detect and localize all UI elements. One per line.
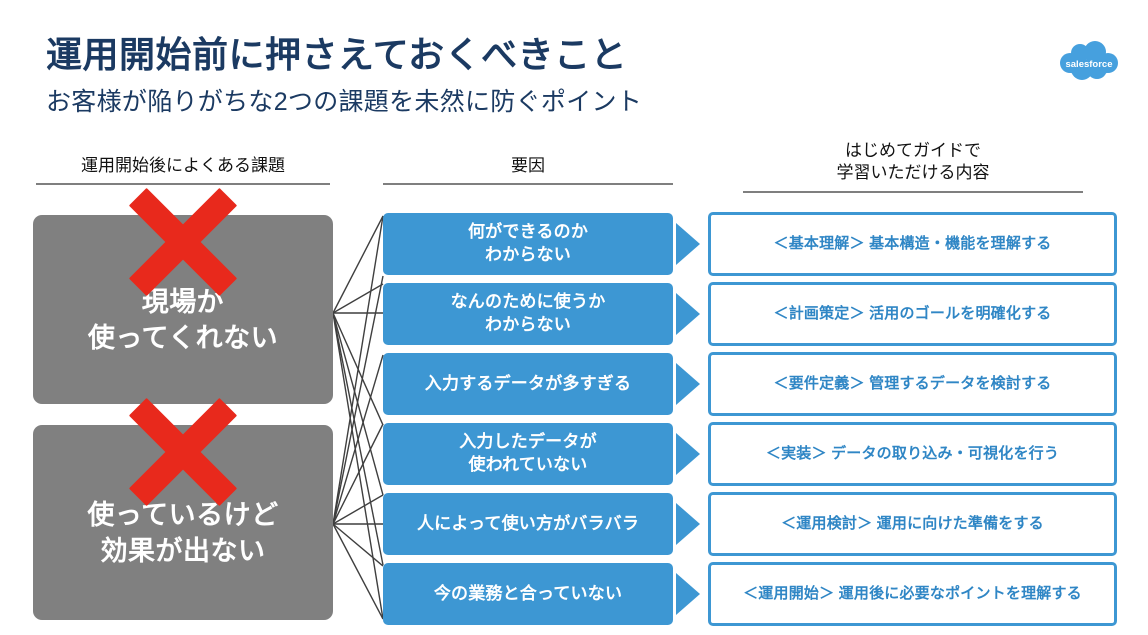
- cause-box-6[interactable]: 今の業務と合っていない: [383, 563, 673, 625]
- problem-box-1-line1: 現場が: [141, 287, 225, 318]
- outcome-box-2[interactable]: ＜計画策定＞ 活用のゴールを明確化する: [708, 282, 1117, 346]
- cause-box-4-line1: 入力したデータが: [459, 432, 597, 452]
- arrow-right-icon-2: [676, 293, 700, 335]
- header-rule: [743, 190, 1083, 193]
- cause-box-1-line1: 何ができるのか: [467, 222, 589, 242]
- salesforce-logo: salesforce: [1056, 40, 1122, 84]
- cause-box-2-line2: わからない: [485, 315, 571, 334]
- column-header-problems-label: 運用開始後によくある課題: [81, 156, 285, 175]
- arrow-right-icon-4: [676, 433, 700, 475]
- cause-box-4-line2: 使われていない: [468, 455, 588, 474]
- arrow-right-icon-5: [676, 503, 700, 545]
- cause-box-3[interactable]: 入力するデータが多すぎる: [383, 353, 673, 415]
- problem-box-2-line2: 効果が出ない: [100, 535, 266, 566]
- cause-box-1[interactable]: 何ができるのか わからない: [383, 213, 673, 275]
- header-rule: [36, 183, 330, 186]
- outcome-box-5[interactable]: ＜運用検討＞ 運用に向けた準備をする: [708, 492, 1117, 556]
- outcome-box-6[interactable]: ＜運用開始＞ 運用後に必要なポイントを理解する: [708, 562, 1117, 626]
- page-title: 運用開始前に押さえておくべきこと: [46, 34, 628, 75]
- arrow-right-icon-3: [676, 363, 700, 405]
- column-header-causes: 要因: [383, 155, 673, 186]
- cause-box-5-line1: 人によって使い方がバラバラ: [416, 513, 640, 533]
- header-rule: [383, 183, 673, 186]
- column-header-outcomes-line1: はじめてガイドで: [845, 141, 981, 160]
- problem-box-2-line1: 使っているけど: [87, 500, 279, 531]
- cause-box-2-line1: なんのために使うか: [450, 292, 606, 312]
- column-header-causes-label: 要因: [511, 156, 545, 175]
- cause-box-4[interactable]: 入力したデータが 使われていない: [383, 423, 673, 485]
- outcome-box-1[interactable]: ＜基本理解＞ 基本構造・機能を理解する: [708, 212, 1117, 276]
- cause-box-1-line2: わからない: [485, 245, 571, 264]
- outcome-box-3[interactable]: ＜要件定義＞ 管理するデータを検討する: [708, 352, 1117, 416]
- salesforce-wordmark: salesforce: [1065, 59, 1112, 70]
- problem-box-2[interactable]: 使っているけど 効果が出ない: [33, 425, 333, 620]
- column-header-outcomes-line2: 学習いただける内容: [836, 163, 990, 183]
- cause-box-3-line1: 入力するデータが多すぎる: [424, 373, 632, 393]
- column-header-problems: 運用開始後によくある課題: [36, 155, 330, 186]
- problem-box-1-line2: 使ってくれない: [87, 322, 279, 353]
- column-header-outcomes: はじめてガイドで 学習いただける内容: [708, 140, 1118, 193]
- arrow-right-icon-6: [676, 573, 700, 615]
- outcome-box-4[interactable]: ＜実装＞ データの取り込み・可視化を行う: [708, 422, 1117, 486]
- cause-box-2[interactable]: なんのために使うか わからない: [383, 283, 673, 345]
- cause-box-5[interactable]: 人によって使い方がバラバラ: [383, 493, 673, 555]
- page-subtitle: お客様が陥りがちな2つの課題を未然に防ぐポイント: [46, 88, 643, 116]
- arrow-right-icon-1: [676, 223, 700, 265]
- cause-box-6-line1: 今の業務と合っていない: [433, 583, 623, 603]
- problem-box-1[interactable]: 現場が 使ってくれない: [33, 215, 333, 404]
